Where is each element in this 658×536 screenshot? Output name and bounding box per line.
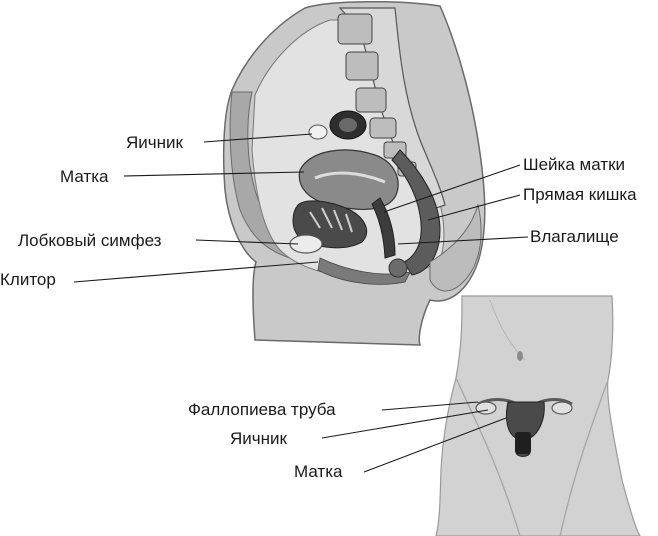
labels: Яичник Матка Лобковый симфез Клитор Шейк…	[0, 133, 637, 481]
sagittal-uterus	[298, 149, 399, 210]
navel	[517, 351, 523, 361]
frontal-reproductive-organs	[475, 398, 573, 457]
frontal-section	[435, 295, 641, 536]
leader-lines	[73, 133, 529, 473]
label-fallopian-tube: Фаллопиева труба	[188, 400, 336, 419]
label-pubic-symphysis: Лобковый симфез	[18, 231, 162, 250]
frontal-ovary-left	[475, 401, 497, 415]
label-uterus-sagittal: Матка	[60, 167, 109, 186]
label-vagina: Влагалище	[530, 227, 619, 246]
label-uterus-frontal: Матка	[294, 462, 343, 481]
label-clitoris: Клитор	[0, 270, 56, 289]
label-ovary-frontal: Яичник	[230, 429, 288, 448]
sagittal-ovary	[308, 124, 328, 140]
label-cervix: Шейка матки	[523, 155, 625, 174]
frontal-uterus	[505, 401, 545, 457]
frontal-ovary-right	[551, 401, 573, 415]
label-ovary-sagittal: Яичник	[126, 133, 184, 152]
label-rectum: Прямая кишка	[523, 185, 637, 204]
sagittal-section	[222, 1, 486, 346]
sagittal-rectum	[391, 149, 441, 276]
sagittal-vagina	[371, 197, 396, 259]
